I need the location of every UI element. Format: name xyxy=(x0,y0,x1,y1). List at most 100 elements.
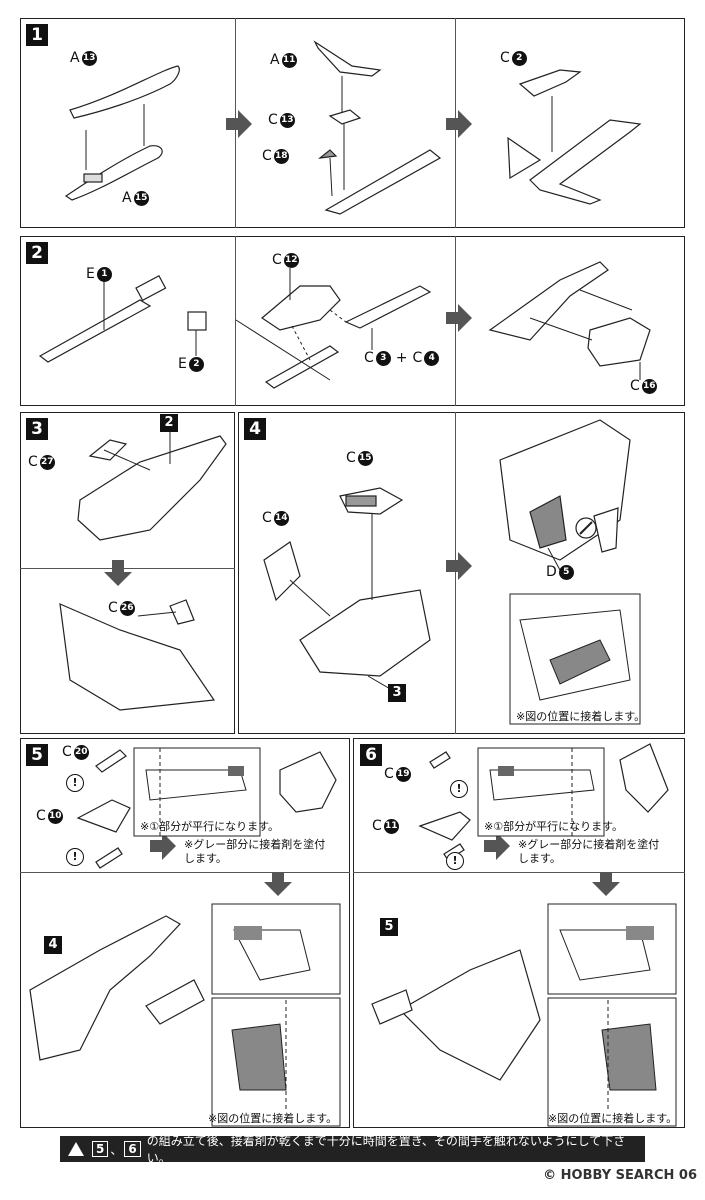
part-letter: C xyxy=(36,808,46,824)
part-number: 1 xyxy=(96,266,112,282)
divider xyxy=(20,568,235,569)
part-letter: C xyxy=(28,454,38,470)
part-number: 10 xyxy=(47,808,63,824)
part-letter: A xyxy=(270,52,280,68)
step-number: 4 xyxy=(244,418,266,440)
part-letter: C xyxy=(268,112,278,128)
warning-icon xyxy=(68,1142,84,1156)
glue-note: ※図の位置に接着します。 xyxy=(208,1112,338,1125)
attention-icon: ! xyxy=(66,848,84,866)
part-number: 16 xyxy=(641,378,657,394)
parallel-note: ※①部分が平行になります。 xyxy=(140,820,279,833)
part-number: 2 xyxy=(188,356,204,372)
part-letter: E xyxy=(86,266,95,282)
footer: © HOBBY SEARCH 06 xyxy=(543,1168,697,1183)
step5-panel xyxy=(20,738,350,1128)
part-letter: C xyxy=(272,252,282,268)
part-letter: C xyxy=(500,50,510,66)
part-letter: C xyxy=(372,818,382,834)
warning-bar: 5 、 6 の組み立て後、接着剤が乾くまで十分に時間を置き、その間手を触れないよ… xyxy=(60,1134,645,1165)
part-number: 15 xyxy=(133,190,149,206)
plus-sign: + xyxy=(395,350,408,366)
part-number: 27 xyxy=(39,454,55,470)
divider xyxy=(235,236,236,406)
step2-panel xyxy=(20,236,685,406)
subassembly-ref: 5 xyxy=(380,918,398,936)
attention-icon: ! xyxy=(446,852,464,870)
step-ref: 6 xyxy=(124,1141,141,1157)
subassembly-ref: 3 xyxy=(388,684,406,702)
part-number: 15 xyxy=(357,450,373,466)
glue-note: ※グレー部分に接着剤を塗付 します。 xyxy=(518,838,660,865)
divider xyxy=(353,872,685,873)
subassembly-ref: 2 xyxy=(160,414,178,432)
step-number: 2 xyxy=(26,242,48,264)
part-number: 13 xyxy=(279,112,295,128)
part-number: 11 xyxy=(281,52,297,68)
part-letter: C xyxy=(630,378,640,394)
part-number: 2 xyxy=(511,50,527,66)
part-letter: C xyxy=(346,450,356,466)
page-number: 06 xyxy=(678,1168,697,1183)
part-letter: C xyxy=(262,510,272,526)
part-number: 13 xyxy=(81,50,97,66)
part-number: 3 xyxy=(375,350,391,366)
step1-panel xyxy=(20,18,685,228)
part-letter: D xyxy=(546,564,557,580)
subassembly-ref: 4 xyxy=(44,936,62,954)
part-number: 19 xyxy=(395,766,411,782)
step6-panel xyxy=(353,738,685,1128)
part-number: 5 xyxy=(558,564,574,580)
step-number: 3 xyxy=(26,418,48,440)
step-number: 5 xyxy=(26,744,48,766)
divider xyxy=(455,412,456,734)
part-letter: C xyxy=(262,148,272,164)
part-letter: C xyxy=(108,600,118,616)
part-number: 11 xyxy=(383,818,399,834)
part-number: 4 xyxy=(424,350,440,366)
parallel-note: ※①部分が平行になります。 xyxy=(484,820,623,833)
part-number: 26 xyxy=(119,600,135,616)
part-letter: A xyxy=(122,190,132,206)
part-letter: C xyxy=(412,350,423,366)
step4-panel xyxy=(238,412,685,734)
part-number: 12 xyxy=(283,252,299,268)
glue-note: ※図の位置に接着します。 xyxy=(516,710,646,723)
glue-note: ※図の位置に接着します。 xyxy=(548,1112,678,1125)
warning-text: の組み立て後、接着剤が乾くまで十分に時間を置き、その間手を触れないようにして下さ… xyxy=(146,1134,626,1165)
part-number: 18 xyxy=(273,148,289,164)
part-letter: C xyxy=(62,744,72,760)
step-number: 6 xyxy=(360,744,382,766)
step-ref: 5 xyxy=(92,1141,109,1157)
watermark: © HOBBY SEARCH xyxy=(543,1168,675,1183)
attention-icon: ! xyxy=(66,774,84,792)
step-number: 1 xyxy=(26,24,48,46)
part-number: 14 xyxy=(273,510,289,526)
part-letter: A xyxy=(70,50,80,66)
part-letter: C xyxy=(364,350,374,366)
glue-note: ※グレー部分に接着剤を塗付 します。 xyxy=(184,838,326,865)
step3-panel xyxy=(20,412,235,734)
divider xyxy=(20,872,350,873)
